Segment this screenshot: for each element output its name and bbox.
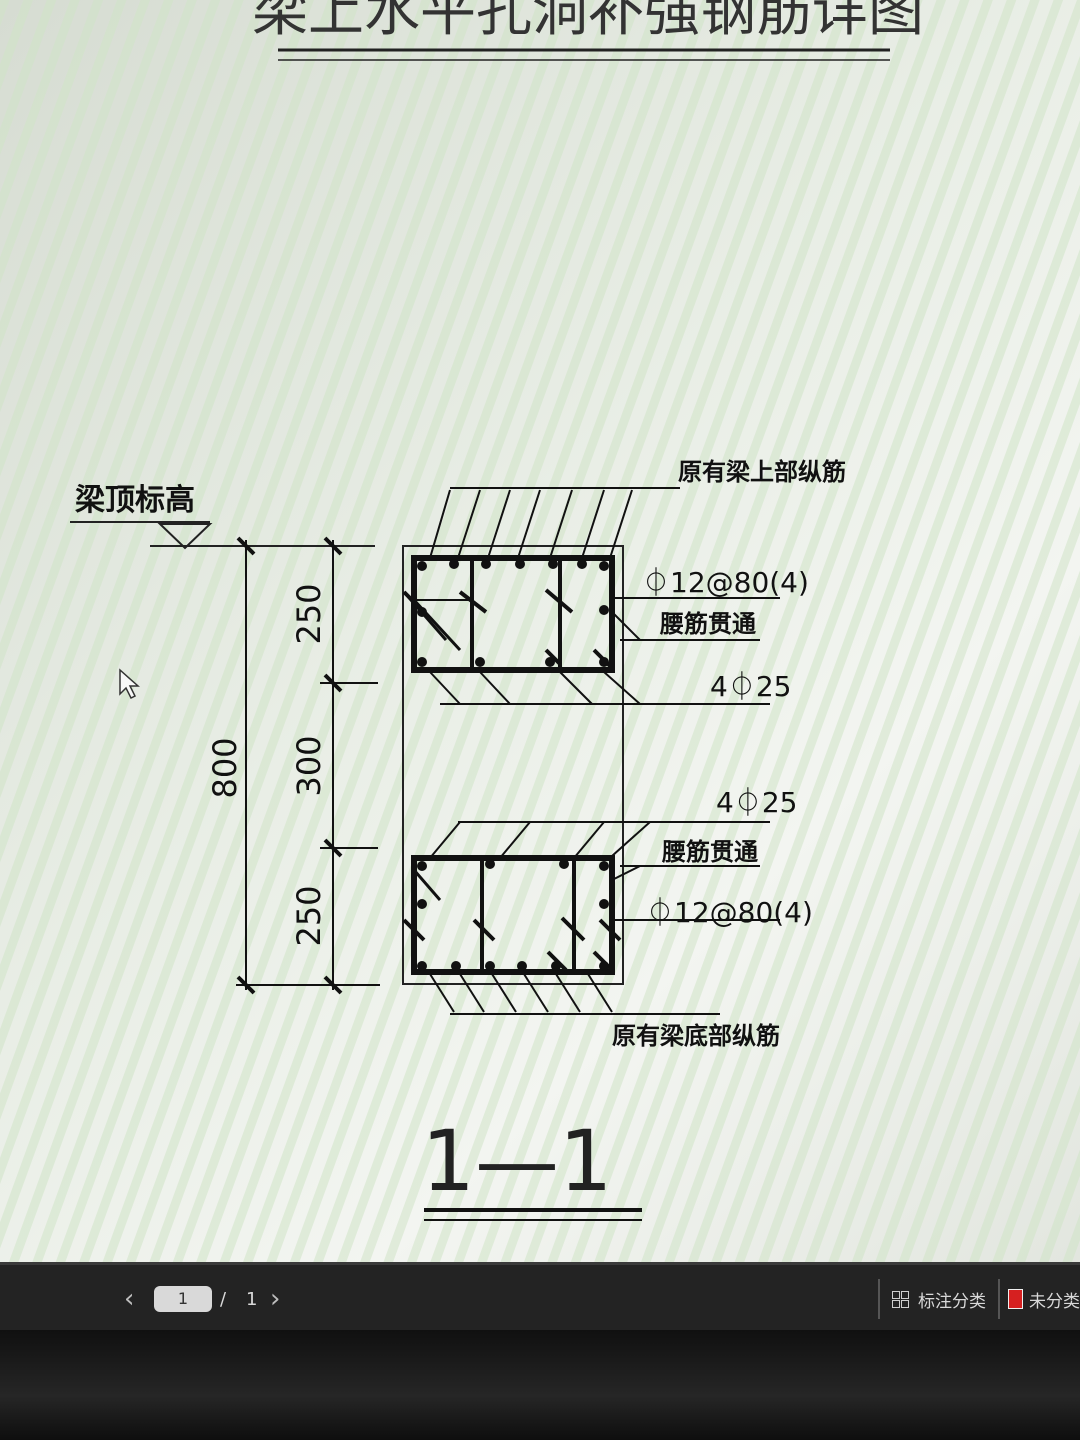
stirrup-bottom-label: ⏀12@80(4): [646, 896, 813, 929]
grid-icon: [892, 1291, 909, 1308]
chevron-left-icon[interactable]: ‹: [124, 1284, 135, 1314]
bottom-bars-label: 原有梁底部纵筋: [612, 1022, 780, 1050]
uncategorized-label: 未分类: [1029, 1291, 1080, 1312]
dimension-lines: [236, 536, 380, 995]
red-square-icon: [1008, 1289, 1023, 1309]
beam-outline: [402, 545, 624, 985]
section-label: 1—1: [422, 1112, 613, 1210]
toolbar-divider: [878, 1279, 880, 1319]
dim-bottom: 250: [290, 885, 328, 946]
waist-bottom-label: 腰筋贯通: [661, 838, 758, 866]
page-toolbar: ‹ 1 / 1 › 标注分类 未分类: [0, 1262, 1080, 1333]
elevation-label: 梁顶标高: [75, 483, 195, 518]
uncategorized-filter[interactable]: 未分类: [1008, 1265, 1080, 1333]
monitor-bezel: [0, 1330, 1080, 1440]
elevation-marker-icon: [157, 523, 213, 550]
drawing-title: 梁上水平孔洞补强钢筋详图: [252, 0, 924, 44]
bars-bottom-label: 4⏀25: [716, 786, 797, 819]
dim-top: 250: [290, 583, 328, 644]
dim-total: 800: [206, 737, 244, 798]
top-rebar-dots: [417, 559, 609, 667]
bottom-rebar-cage: [402, 855, 622, 975]
annotation-category-button[interactable]: 标注分类: [892, 1265, 986, 1333]
bars-top-label: 4⏀25: [710, 670, 791, 703]
page-separator: /: [220, 1288, 227, 1310]
beam-detail-drawing: 梁上水平孔洞补强钢筋详图 梁顶标高 800 250 300: [0, 0, 1080, 1262]
mouse-cursor-icon: [119, 668, 140, 700]
current-page-input[interactable]: 1: [154, 1286, 212, 1312]
total-pages: 1: [246, 1288, 258, 1310]
bottom-rebar-dots: [417, 859, 609, 971]
waist-top-label: 腰筋贯通: [659, 610, 756, 638]
bottom-leader-lines: [429, 821, 780, 1015]
dim-middle: 300: [290, 735, 328, 796]
annotation-category-label: 标注分类: [918, 1291, 986, 1312]
top-bars-label: 原有梁上部纵筋: [678, 458, 846, 486]
chevron-right-icon[interactable]: ›: [270, 1284, 281, 1314]
stirrup-top-label: ⏀12@80(4): [642, 566, 809, 599]
drawing-viewer[interactable]: 梁上水平孔洞补强钢筋详图 梁顶标高 800 250 300: [0, 0, 1080, 1262]
toolbar-divider-2: [998, 1279, 1000, 1319]
top-leader-lines: [429, 487, 780, 705]
